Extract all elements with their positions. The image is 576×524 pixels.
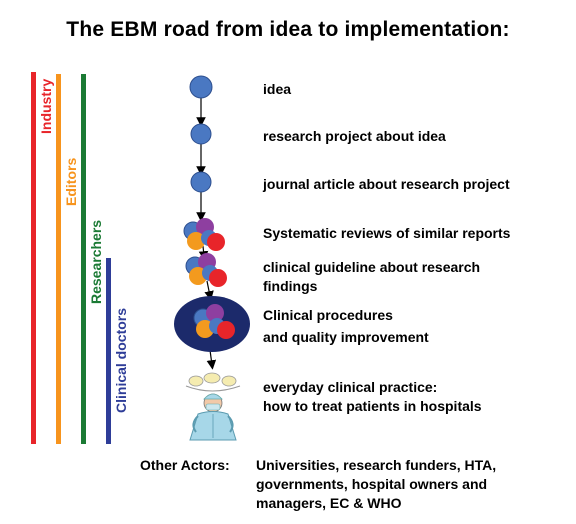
step-label-clinical-guideline: clinical guideline about research findin… (263, 258, 480, 296)
other-actors-line2: governments, hospital owners and (256, 476, 488, 492)
step-label-clinical-procedures-line1: Clinical procedures (263, 307, 393, 323)
other-actors-line1: Universities, research funders, HTA, (256, 457, 497, 473)
step-label-idea: idea (263, 81, 292, 97)
clinical-doctors-bar (106, 258, 111, 444)
node-clinical-procedures (174, 296, 250, 352)
arrow-6 (206, 349, 217, 370)
node-clinical-guideline (185, 253, 227, 287)
other-actors-heading: Other Actors: (140, 457, 230, 473)
step-label-research-project: research project about idea (263, 128, 446, 144)
step-label-everyday-practice-line2: how to treat patients in hospitals (263, 398, 482, 414)
arrow-5 (204, 280, 214, 301)
step-label-everyday-practice: everyday clinical practice: how to treat… (263, 378, 482, 416)
node-journal-article (190, 171, 212, 193)
step-label-clinical-guideline-line2: findings (263, 278, 318, 294)
researchers-bar (81, 74, 86, 444)
node-systematic-reviews (183, 218, 225, 251)
step-label-clinical-procedures: Clinical procedures and quality improvem… (263, 306, 429, 347)
node-research-project (190, 123, 212, 145)
other-actors-list: Universities, research funders, HTA, gov… (256, 456, 496, 513)
step-label-systematic-reviews: Systematic reviews of similar reports (263, 225, 511, 241)
step-label-clinical-guideline-line1: clinical guideline about research (263, 259, 481, 275)
industry-bar (31, 72, 36, 444)
node-idea (189, 75, 213, 99)
editors-bar (56, 74, 61, 444)
step-label-clinical-procedures-line2: and quality improvement (263, 329, 429, 345)
step-label-journal-article: journal article about research project (263, 176, 510, 192)
doctor-illustration (185, 372, 241, 441)
step-label-everyday-practice-line1: everyday clinical practice: (263, 379, 438, 395)
diagram-title: The EBM road from idea to implementation… (66, 18, 510, 41)
other-actors-line3: managers, EC & WHO (256, 495, 402, 511)
